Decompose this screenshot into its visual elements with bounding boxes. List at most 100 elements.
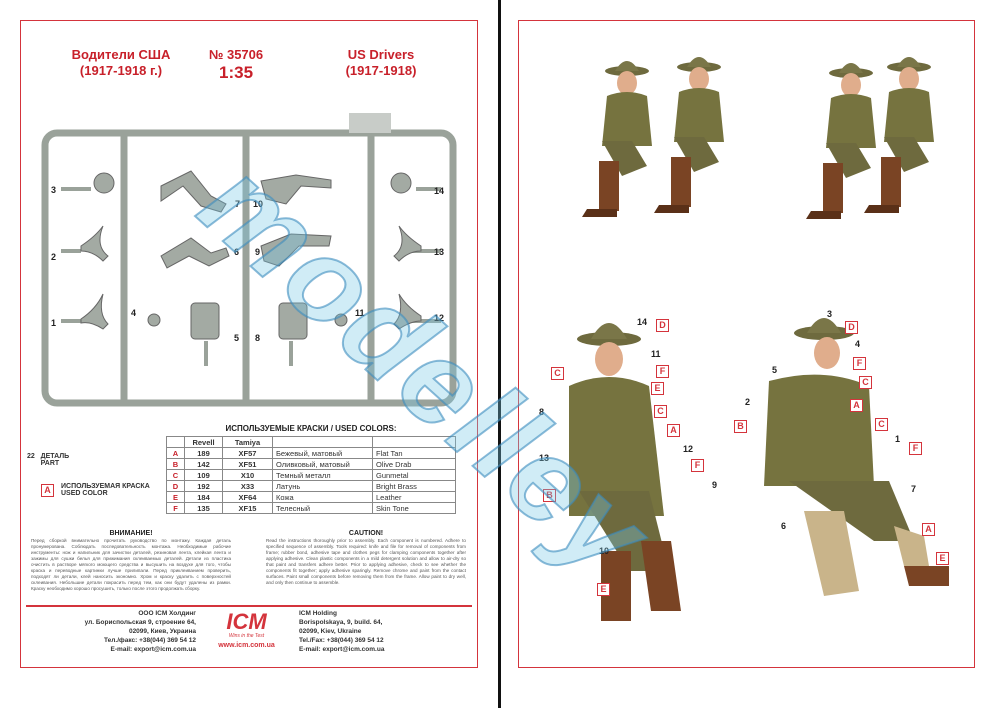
caution-text: Read the instructions thoroughly prior t… [266, 538, 466, 585]
part-number: 12 [434, 313, 445, 323]
part-number: 1 [51, 318, 57, 328]
color-revell: 184 [184, 491, 223, 503]
color-letter: C [166, 469, 185, 481]
part-callout: 5 [772, 365, 778, 375]
figure-illustrations [569, 57, 949, 621]
page-divider [498, 0, 501, 708]
part-callout: 4 [855, 339, 861, 349]
color-revell: 135 [184, 502, 223, 514]
part-number: 2 [51, 252, 57, 262]
color-callout: B [543, 489, 556, 502]
part-number: 3 [51, 185, 57, 195]
color-ru: Бежевый, матовый [272, 447, 373, 459]
color-tamiya: X10 [222, 469, 273, 481]
colors-title: ИСПОЛЬЗУЕМЫЕ КРАСКИ / USED COLORS: [225, 424, 397, 433]
part-number: 10 [253, 199, 264, 209]
part-callout: 6 [781, 521, 787, 531]
part-callout: 10 [599, 546, 610, 556]
part-callout: 8 [539, 407, 545, 417]
color-letter: F [166, 502, 185, 514]
color-tamiya: X33 [222, 480, 273, 492]
color-callout: C [551, 367, 564, 380]
website-link[interactable]: www.icm.com.ua [218, 642, 275, 649]
color-callout: C [875, 418, 888, 431]
color-callout: D [656, 319, 669, 332]
color-revell: 189 [184, 447, 223, 459]
color-tamiya: XF15 [222, 502, 273, 514]
color-revell: 192 [184, 480, 223, 492]
part-callout: 7 [911, 484, 917, 494]
color-callout: A [922, 523, 935, 536]
color-tamiya: XF64 [222, 491, 273, 503]
color-letter: B [166, 458, 185, 470]
part-callout: 2 [745, 397, 751, 407]
color-callout: A [850, 399, 863, 412]
footer-divider [26, 605, 472, 607]
part-number: 4 [131, 308, 137, 318]
color-tamiya: XF51 [222, 458, 273, 470]
color-ru: Латунь [272, 480, 373, 492]
part-callout: 1 [895, 434, 901, 444]
part-number: 13 [434, 247, 445, 257]
color-en: Flat Tan [372, 447, 456, 459]
warning-ru-text: Перед сборкой внимательно прочитать руко… [31, 538, 231, 591]
color-ru: Кожа [272, 491, 373, 503]
part-callout: 12 [683, 444, 694, 454]
color-letter: A [166, 447, 185, 459]
title-ru: Водители США(1917-1918 г.) [71, 47, 171, 78]
part-callout: 14 [637, 317, 648, 327]
figure-1 [569, 323, 681, 621]
color-revell: 109 [184, 469, 223, 481]
color-callout: F [656, 365, 669, 378]
title-en: US Drivers(1917-1918) [345, 47, 417, 78]
part-number: 6 [234, 247, 240, 257]
color-callout: E [651, 382, 664, 395]
warning-ru-title: ВНИМАНИЕ! [109, 530, 153, 537]
part-callout: 9 [712, 480, 718, 490]
figure-2 [764, 318, 949, 596]
part-callout: 3 [827, 309, 833, 319]
part-number: 7 [235, 199, 241, 209]
color-en: Skin Tone [372, 502, 456, 514]
icm-logo: ICM Wins in the Test www.icm.com.ua [209, 611, 284, 650]
color-en: Gunmetal [372, 469, 456, 481]
color-callout: E [597, 583, 610, 596]
color-callout: E [936, 552, 949, 565]
color-callout: C [654, 405, 667, 418]
color-ru: Телесный [272, 502, 373, 514]
color-callout: C [859, 376, 872, 389]
part-callout: 13 [539, 453, 550, 463]
color-callout: A [667, 424, 680, 437]
color-revell: 142 [184, 458, 223, 470]
part-callout: 11 [651, 349, 661, 359]
color-callout: F [909, 442, 922, 455]
color-callout: F [691, 459, 704, 472]
legend-color-box: A [41, 484, 54, 497]
color-letter: D [166, 480, 185, 492]
color-en: Leather [372, 491, 456, 503]
sprue-diagram [41, 113, 457, 407]
part-number: 9 [255, 247, 261, 257]
scale: 1:35 [219, 63, 254, 82]
color-tamiya: XF57 [222, 447, 273, 459]
color-callout: D [845, 321, 858, 334]
color-ru: Оливковый, матовый [272, 458, 373, 470]
part-number: 11 [355, 308, 365, 318]
color-en: Bright Brass [372, 480, 456, 492]
color-callout: F [853, 357, 866, 370]
kit-number: № 35706 [208, 47, 264, 62]
color-en: Olive Drab [372, 458, 456, 470]
color-letter: E [166, 491, 185, 503]
